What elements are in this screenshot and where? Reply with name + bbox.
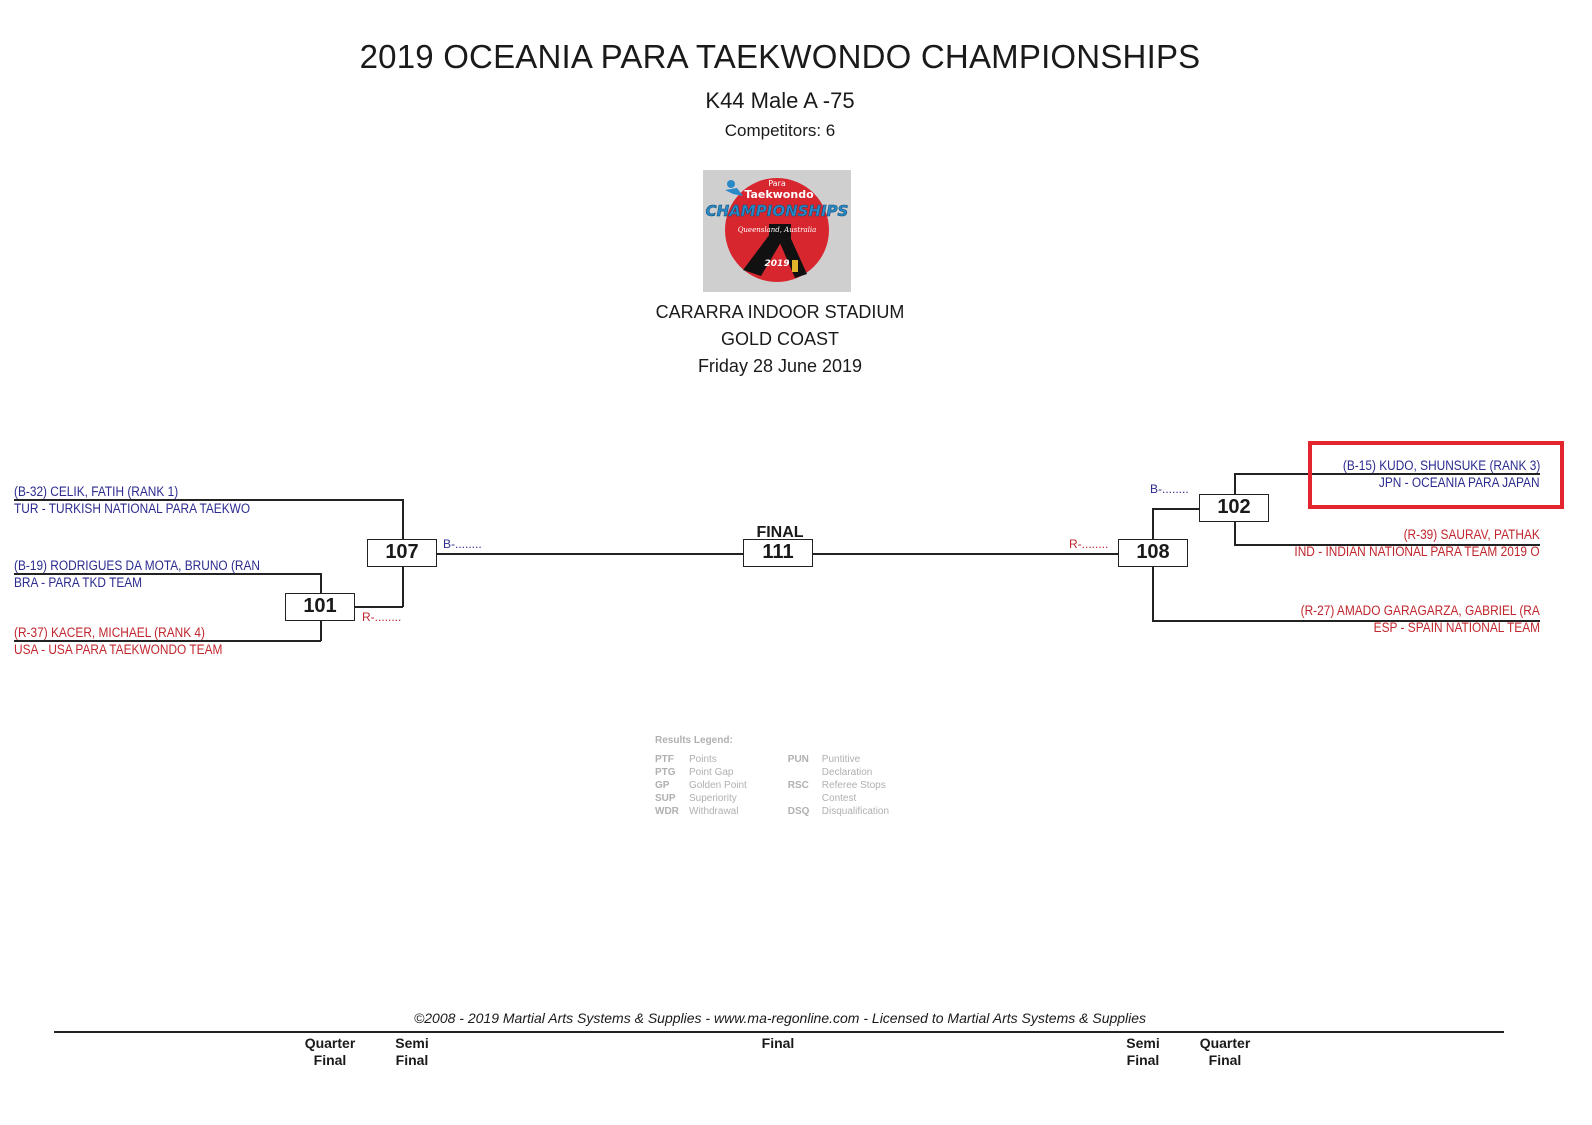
competitor-team-left-2: BRA - PARA TKD TEAM xyxy=(14,575,143,590)
legend-code: WDR xyxy=(655,806,679,817)
venue-city: GOLD COAST xyxy=(720,329,840,349)
legend-desc: Declaration xyxy=(821,767,873,778)
competitor-name-right-3: (R-27) AMADO GARAGARZA, GABRIEL (RA xyxy=(1300,603,1540,618)
bracket-line xyxy=(1234,473,1236,494)
bracket-line xyxy=(14,640,321,642)
results-legend: Results Legend: PTF Points PUN Puntitive P… xyxy=(655,734,918,818)
round-label-line: Final xyxy=(1126,1052,1160,1068)
competitor-name-left-1: (B-32) CELIK, FATIH (RANK 1) xyxy=(14,484,179,499)
competitor-name-right-2: (R-39) SAURAV, PATHAK xyxy=(1403,527,1540,542)
round-label-line: Semi xyxy=(1126,1035,1160,1051)
venue-name: CARARRA INDOOR STADIUM xyxy=(655,302,905,322)
slot-red-101: R-........ xyxy=(362,610,402,624)
legend-desc: Withdrawal xyxy=(689,806,739,817)
match-box-108: 108 xyxy=(1118,539,1188,567)
legend-code: PUN xyxy=(787,754,809,765)
highlight-box xyxy=(1308,441,1564,509)
bracket-line xyxy=(402,566,404,607)
logo-taekwondo-text: Taekwondo xyxy=(744,188,814,201)
division-title: K44 Male A -75 xyxy=(705,88,855,113)
event-title: 2019 OCEANIA PARA TAEKWONDO CHAMPIONSHIP… xyxy=(359,38,1201,75)
legend-desc: Disqualification xyxy=(821,806,890,817)
competitor-team-left-1: TUR - TURKISH NATIONAL PARA TAEKWO xyxy=(14,501,251,516)
bracket-line xyxy=(813,553,1118,555)
bracket-line xyxy=(355,606,403,608)
championship-logo: Para Taekwondo CHAMPIONSHIPS Queensland,… xyxy=(703,170,851,292)
bracket-line xyxy=(1234,522,1236,545)
bracket-line xyxy=(1152,508,1154,539)
legend-title: Results Legend: xyxy=(655,735,733,746)
match-box-102: 102 xyxy=(1199,494,1269,522)
legend-code: GP xyxy=(655,780,670,791)
legend-row: PTF Points PUN Puntitive xyxy=(655,753,918,766)
footer-divider xyxy=(54,1031,1504,1033)
round-label-qf-left: Quarter Final xyxy=(290,1035,370,1069)
legend-code: SUP xyxy=(655,793,676,804)
competitor-team-right-2: IND - INDIAN NATIONAL PARA TEAM 2019 O xyxy=(1294,544,1540,559)
legend-row: PTG Point Gap Declaration xyxy=(655,766,918,779)
bracket-line xyxy=(1234,473,1540,475)
slot-blue-102: B-........ xyxy=(1150,482,1189,496)
legend-row: WDR Withdrawal DSQ Disqualification xyxy=(655,805,918,818)
legend-code: RSC xyxy=(787,780,809,791)
competitor-team-right-1: JPN - OCEANIA PARA JAPAN xyxy=(1379,475,1540,490)
final-label: FINAL xyxy=(756,524,804,541)
competitor-name-left-2: (B-19) RODRIGUES DA MOTA, BRUNO (RAN xyxy=(14,558,260,573)
copyright-text: ©2008 - 2019 Martial Arts Systems & Supp… xyxy=(413,1010,1147,1026)
competitor-team-left-3: USA - USA PARA TAEKWONDO TEAM xyxy=(14,642,223,657)
legend-desc: Golden Point xyxy=(689,780,747,791)
legend-desc: Puntitive xyxy=(821,754,861,765)
round-label-line: Quarter xyxy=(304,1035,356,1051)
round-label-sf-left: Semi Final xyxy=(372,1035,452,1069)
legend-row: GP Golden Point RSC Referee Stops xyxy=(655,779,918,792)
legend-desc: Point Gap xyxy=(689,767,734,778)
bracket-line xyxy=(14,499,403,501)
logo-para-text: Para xyxy=(768,179,786,188)
bracket-line xyxy=(14,573,321,575)
logo-championships-text: CHAMPIONSHIPS xyxy=(706,202,849,220)
round-label-line: Final xyxy=(395,1052,429,1068)
event-date: Friday 28 June 2019 xyxy=(697,356,863,376)
round-label-qf-right: Quarter Final xyxy=(1185,1035,1265,1069)
bracket-line xyxy=(437,553,743,555)
competitors-count: Competitors: 6 xyxy=(724,121,836,140)
legend-desc: Contest xyxy=(821,793,857,804)
round-label-final: Final xyxy=(738,1035,818,1052)
round-label-line: Semi xyxy=(395,1035,429,1051)
slot-blue-107: B-........ xyxy=(443,537,482,551)
bracket-line xyxy=(1152,508,1199,510)
competitor-name-left-3: (R-37) KACER, MICHAEL (RANK 4) xyxy=(14,625,206,640)
legend-desc: Referee Stops xyxy=(821,780,886,791)
match-box-107: 107 xyxy=(367,539,437,567)
bracket-line xyxy=(1152,620,1540,622)
competitor-team-right-3: ESP - SPAIN NATIONAL TEAM xyxy=(1373,620,1540,635)
competitor-name-right-1: (B-15) KUDO, SHUNSUKE (RANK 3) xyxy=(1342,458,1540,473)
match-box-111: 111 xyxy=(743,539,813,567)
logo-graphic: Para Taekwondo CHAMPIONSHIPS Queensland,… xyxy=(703,170,851,292)
legend-code: PTG xyxy=(655,767,676,778)
round-label-line: Final xyxy=(1208,1052,1242,1068)
legend-row: SUP Superiority Contest xyxy=(655,792,918,805)
bracket-line xyxy=(402,499,404,553)
logo-location-text: Queensland, Australia xyxy=(738,226,817,234)
round-label-sf-right: Semi Final xyxy=(1103,1035,1183,1069)
logo-year-text: 2019 xyxy=(764,259,789,269)
slot-red-108: R-........ xyxy=(1069,537,1109,551)
match-box-101: 101 xyxy=(285,593,355,621)
round-label-line: Quarter xyxy=(1199,1035,1251,1051)
round-label-line: Final xyxy=(761,1035,795,1051)
round-label-line: Final xyxy=(313,1052,347,1068)
legend-code: DSQ xyxy=(787,806,810,817)
bracket-line xyxy=(1234,544,1540,546)
legend-code: PTF xyxy=(655,754,674,765)
bracket-line xyxy=(1152,567,1154,621)
legend-desc: Superiority xyxy=(689,793,737,804)
legend-desc: Points xyxy=(689,754,717,765)
